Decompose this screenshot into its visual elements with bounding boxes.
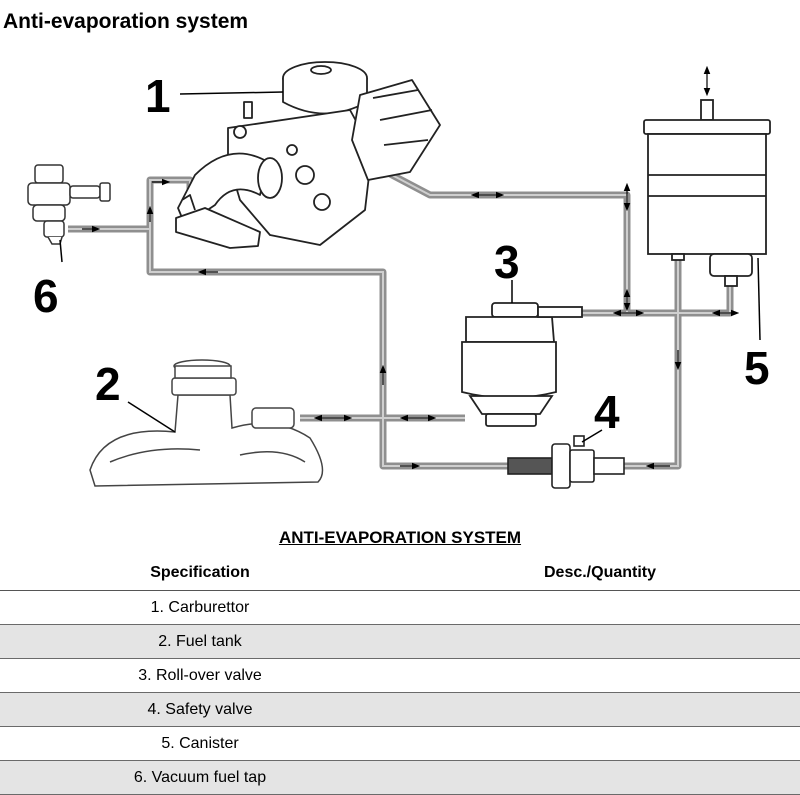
table-row: 2. Fuel tank: [0, 624, 800, 659]
carburettor-drawing: [175, 61, 441, 249]
desc-cell: [400, 760, 800, 795]
spec-cell: 4. Safety valve: [0, 692, 400, 727]
callout-3: 3: [494, 236, 520, 288]
table-row: 5. Canister: [0, 726, 800, 761]
table-header-row: Specification Desc./Quantity: [0, 556, 800, 591]
roll-over-valve-drawing: [461, 302, 583, 427]
callout-4: 4: [594, 386, 620, 438]
header-desc-quantity: Desc./Quantity: [400, 556, 800, 591]
callout-1: 1: [145, 70, 171, 122]
safety-valve-drawing: [507, 435, 625, 489]
leader-lines: [59, 91, 761, 443]
anti-evaporation-diagram: 1 2 3 4 5 6: [27, 61, 771, 489]
table-row: 4. Safety valve: [0, 692, 800, 727]
flow-arrows: [82, 65, 740, 470]
callout-5: 5: [744, 342, 770, 394]
specification-table: Specification Desc./Quantity 1. Carburet…: [0, 556, 800, 795]
callout-6: 6: [33, 270, 59, 322]
page-title: Anti-evaporation system: [3, 10, 249, 33]
desc-cell: [400, 726, 800, 761]
desc-cell: [400, 658, 800, 693]
spec-cell: 2. Fuel tank: [0, 624, 400, 659]
vacuum-fuel-tap-drawing: [27, 164, 111, 245]
spec-cell: 5. Canister: [0, 726, 400, 761]
canister-drawing: [643, 99, 771, 287]
spec-cell: 6. Vacuum fuel tap: [0, 760, 400, 795]
hose-lines-core: [68, 144, 731, 467]
spec-cell: 1. Carburettor: [0, 590, 400, 625]
desc-cell: [400, 590, 800, 625]
fuel-tank-drawing: [89, 359, 324, 487]
header-specification: Specification: [0, 556, 400, 591]
callout-2: 2: [95, 358, 121, 410]
desc-cell: [400, 692, 800, 727]
desc-cell: [400, 624, 800, 659]
table-row: 1. Carburettor: [0, 590, 800, 625]
table-row: 6. Vacuum fuel tap: [0, 760, 800, 795]
table-caption: ANTI-EVAPORATION SYSTEM: [278, 528, 522, 547]
table-row: 3. Roll-over valve: [0, 658, 800, 693]
spec-cell: 3. Roll-over valve: [0, 658, 400, 693]
